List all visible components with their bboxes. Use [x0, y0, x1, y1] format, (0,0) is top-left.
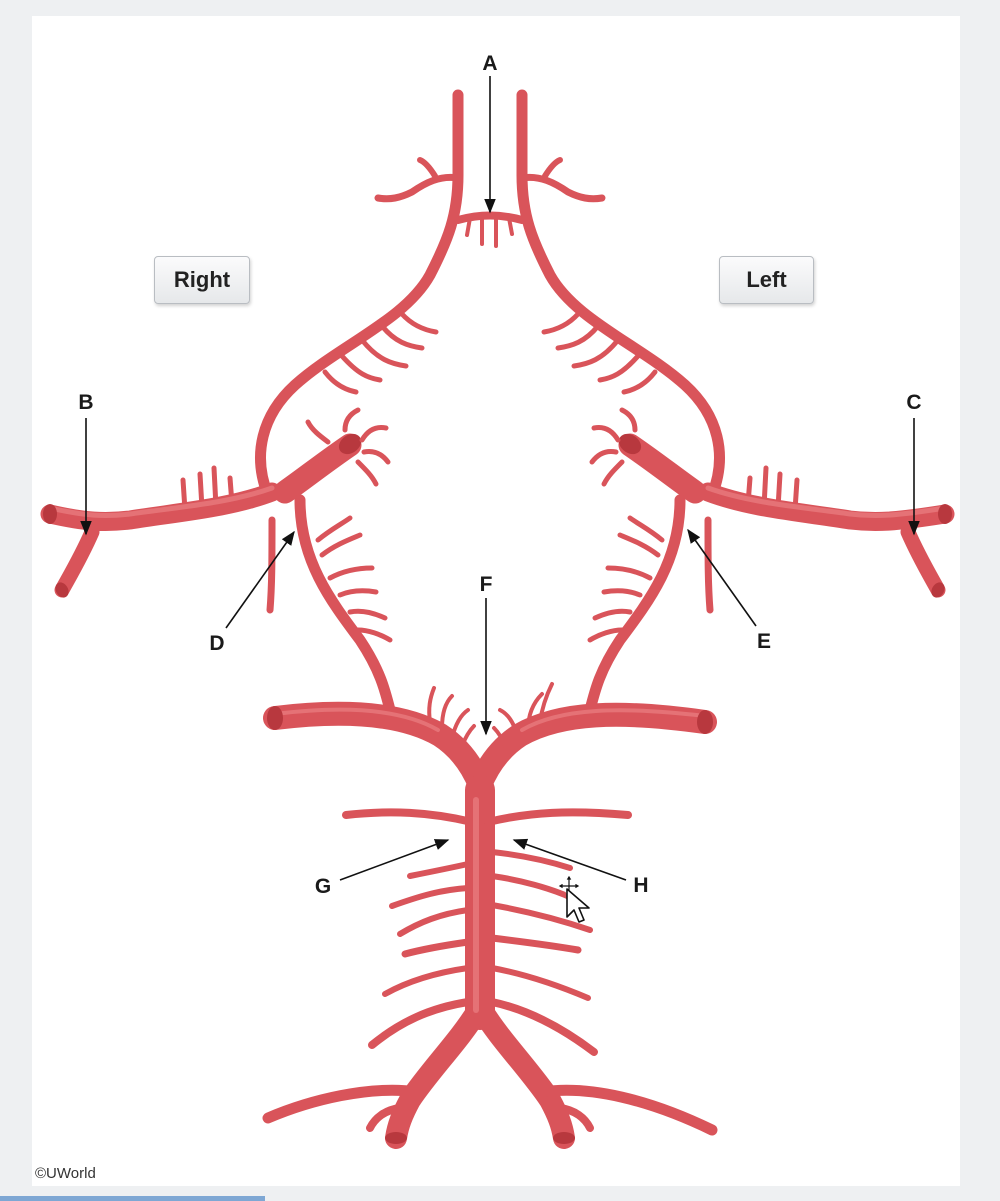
- move-cursor-icon: [557, 874, 590, 923]
- right-vertebral-artery: [385, 999, 489, 1149]
- right-posterior-communicating-artery: [294, 494, 396, 716]
- left-internal-carotid-stump: [618, 433, 707, 504]
- left-pica: [536, 1084, 718, 1136]
- left-pontine-branches: [488, 849, 598, 1056]
- right-superior-cerebellar-artery: [342, 808, 476, 826]
- right-anterior-choroidal-artery: [266, 516, 276, 614]
- left-vertebral-artery: [471, 999, 575, 1149]
- letter-labels: A B C D E F G H: [78, 52, 921, 898]
- right-internal-carotid-stump: [273, 433, 362, 504]
- left-side-label: Left: [719, 256, 814, 304]
- perforating-branches: [180, 214, 800, 748]
- left-anterior-choroidal-artery: [704, 516, 714, 614]
- vessels: [40, 89, 955, 1149]
- letter-d: D: [209, 632, 224, 655]
- right-pontine-branches: [368, 861, 472, 1049]
- right-side-label: Right: [154, 256, 250, 304]
- right-ophthalmic-branch: [417, 157, 438, 179]
- right-ophthalmic-artery: [374, 173, 462, 203]
- letter-h: H: [633, 874, 648, 897]
- left-middle-cerebral-artery: [698, 482, 955, 532]
- left-mca-inferior-branch: [900, 524, 946, 598]
- left-anterior-cerebral-artery: [516, 89, 725, 501]
- copyright-text: ©UWorld: [35, 1165, 96, 1182]
- right-pica-branch: [366, 1104, 404, 1132]
- left-ophthalmic-branch: [542, 157, 563, 179]
- arrow-d: [225, 530, 295, 629]
- diagram-panel: [32, 16, 960, 1186]
- pointer-arrows: [80, 76, 920, 881]
- left-posterior-communicating-artery: [584, 494, 686, 716]
- anterior-communicating-artery: [454, 211, 526, 224]
- letter-c: C: [906, 391, 921, 414]
- progress-accent-bar: [0, 1196, 265, 1201]
- letter-a: A: [482, 52, 497, 75]
- left-ophthalmic-artery: [518, 173, 606, 203]
- right-middle-cerebral-artery: [40, 482, 282, 532]
- letter-f: F: [480, 573, 493, 596]
- posterior-cerebral-arteries: [263, 701, 717, 797]
- letter-e: E: [757, 630, 771, 653]
- arrow-g: [339, 839, 450, 881]
- left-superior-cerebellar-artery: [484, 808, 632, 826]
- right-anterior-cerebral-artery: [255, 89, 464, 501]
- letter-g: G: [315, 875, 331, 898]
- left-pica-branch: [556, 1104, 594, 1132]
- arrow-e: [687, 528, 757, 627]
- arrow-h: [512, 838, 627, 881]
- right-mca-inferior-branch: [54, 524, 100, 598]
- letter-b: B: [78, 391, 93, 414]
- right-pica: [262, 1084, 424, 1124]
